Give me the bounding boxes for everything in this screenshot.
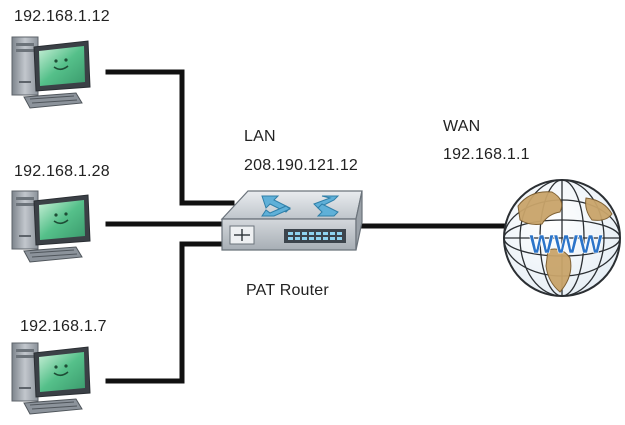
pc1-ip-label: 192.168.1.12 (14, 8, 110, 25)
cables (105, 69, 525, 384)
cable-pc1-router (105, 69, 235, 206)
wan-ip-label: 192.168.1.1 (443, 146, 530, 163)
wan-label: WAN (443, 118, 481, 135)
globe-icon: WWW (503, 179, 621, 297)
cable-pc3-router (105, 241, 235, 384)
router-label: PAT Router (246, 282, 329, 299)
pc2-ip-label: 192.168.1.28 (14, 163, 110, 180)
internet-label: WWW (529, 229, 603, 259)
pc3-ip-label: 192.168.1.7 (20, 318, 107, 335)
lan-ip-label: 208.190.121.12 (244, 157, 359, 174)
router-arrows-icon (261, 195, 340, 217)
router-icon (220, 190, 363, 251)
computer-icon (11, 36, 91, 109)
computer-icon (11, 342, 91, 415)
computer-icon (11, 190, 91, 263)
lan-label: LAN (244, 128, 276, 145)
